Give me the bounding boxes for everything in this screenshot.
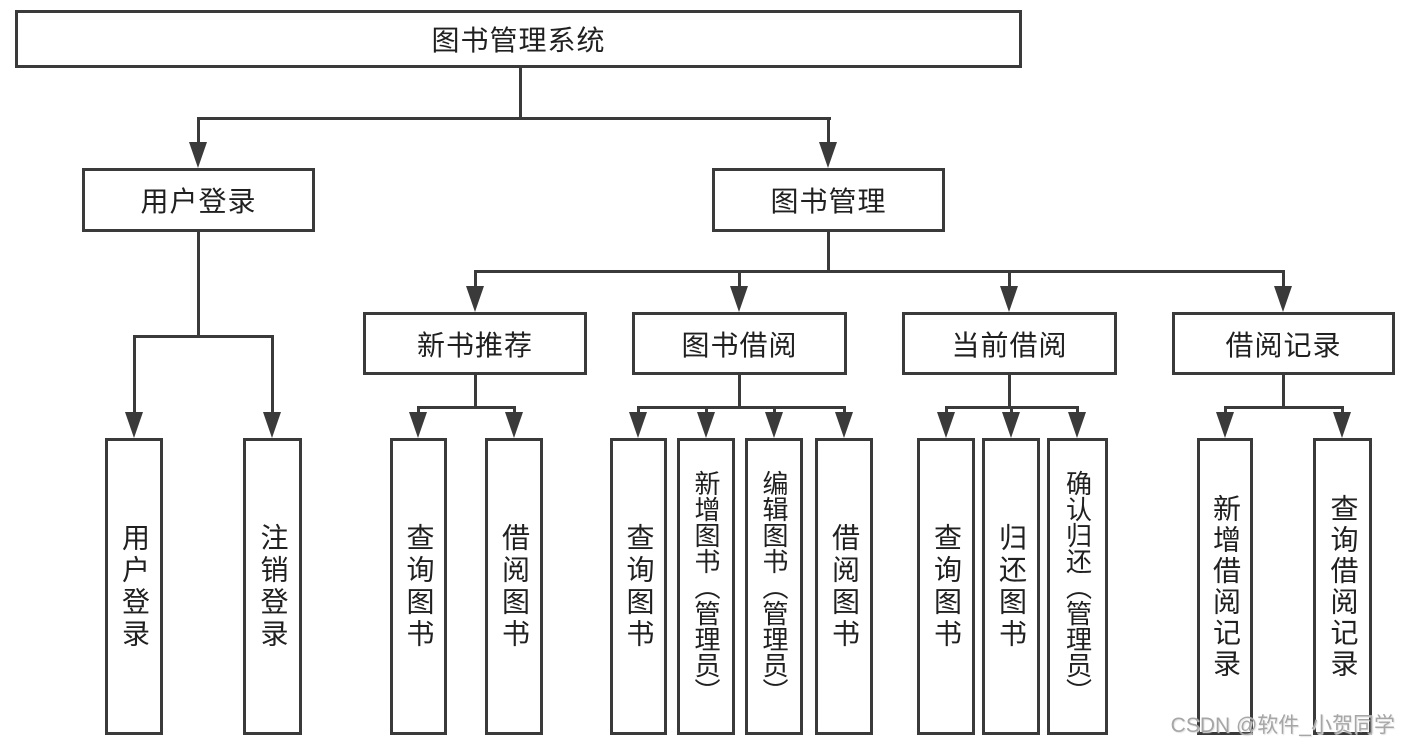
node-book-borrowing-label: 图书借阅	[681, 329, 798, 361]
connector-vline	[133, 335, 136, 415]
leaf-user-login: 用户登录	[105, 438, 163, 735]
leaf-newbook-borrow-books-label: 借阅图书	[499, 522, 530, 651]
connector-vline	[1282, 375, 1285, 409]
connector-vline	[637, 406, 640, 416]
arrow-down-icon	[505, 412, 523, 438]
leaf-records-query-record: 查询借阅记录	[1313, 438, 1372, 735]
arrow-down-icon	[1068, 412, 1086, 438]
node-user-login: 用户登录	[82, 168, 315, 232]
leaf-newbook-query-books-label: 查询图书	[403, 522, 435, 651]
arrow-down-icon	[1216, 412, 1234, 438]
node-book-management: 图书管理	[712, 168, 945, 232]
leaf-current-query-books-label: 查询图书	[931, 522, 962, 651]
connector-vline	[1341, 406, 1344, 416]
connector-vline	[1282, 270, 1285, 290]
leaf-borrow-edit-books-admin-label: 编辑图书（管理员）	[759, 469, 789, 704]
arrow-down-icon	[409, 412, 427, 438]
leaf-newbook-query-books: 查询图书	[390, 438, 447, 735]
leaf-logout-label: 注销登录	[257, 522, 289, 651]
leaf-borrow-borrow-books: 借阅图书	[815, 438, 873, 735]
leaf-current-query-books: 查询图书	[917, 438, 975, 735]
leaf-borrow-add-books-admin-label: 新增图书（管理员）	[691, 469, 721, 704]
connector-vline	[197, 232, 200, 338]
arrow-down-icon	[730, 286, 748, 312]
connector-vline	[513, 406, 516, 416]
arrow-down-icon	[1002, 412, 1020, 438]
leaf-borrow-add-books-admin: 新增图书（管理员）	[677, 438, 735, 735]
connector-hline	[417, 406, 516, 409]
connector-vline	[738, 270, 741, 290]
connector-vline	[1076, 406, 1079, 416]
leaf-borrow-edit-books-admin: 编辑图书（管理员）	[745, 438, 803, 735]
node-root: 图书管理系统	[15, 10, 1022, 68]
arrow-down-icon	[263, 412, 281, 438]
connector-hline	[637, 406, 846, 409]
connector-vline	[197, 117, 200, 145]
arrow-down-icon	[697, 412, 715, 438]
node-new-book-recommend-label: 新书推荐	[416, 329, 533, 361]
connector-vline	[1224, 406, 1227, 416]
arrow-down-icon	[1274, 286, 1292, 312]
connector-hline	[197, 117, 831, 120]
node-borrowing-records-label: 借阅记录	[1225, 329, 1342, 361]
node-new-book-recommend: 新书推荐	[363, 312, 587, 375]
arrow-down-icon	[835, 412, 853, 438]
connector-vline	[417, 406, 420, 416]
arrow-down-icon	[937, 412, 955, 438]
leaf-borrow-query-books-label: 查询图书	[623, 522, 655, 651]
leaf-current-return-books-label: 归还图书	[996, 522, 1027, 651]
arrow-down-icon	[125, 412, 143, 438]
connector-vline	[827, 232, 830, 273]
node-book-management-label: 图书管理	[770, 186, 887, 217]
connector-vline	[773, 406, 776, 416]
connector-vline	[738, 375, 741, 409]
node-user-login-label: 用户登录	[140, 186, 257, 217]
connector-vline	[843, 406, 846, 416]
node-borrowing-records: 借阅记录	[1172, 312, 1395, 375]
connector-vline	[1008, 270, 1011, 290]
arrow-down-icon	[765, 412, 783, 438]
arrow-down-icon	[189, 142, 207, 168]
leaf-newbook-borrow-books: 借阅图书	[485, 438, 543, 735]
connector-vline	[474, 270, 477, 290]
arrow-down-icon	[819, 142, 837, 168]
connector-vline	[271, 335, 274, 415]
node-root-label: 图书管理系统	[431, 25, 606, 56]
connector-hline	[1224, 406, 1344, 409]
connector-vline	[827, 117, 830, 145]
leaf-current-confirm-return-admin-label: 确认归还（管理员）	[1062, 469, 1093, 704]
connector-hline	[133, 335, 274, 338]
leaf-logout: 注销登录	[243, 438, 302, 735]
node-current-borrowing-label: 当前借阅	[951, 329, 1068, 361]
leaf-current-confirm-return-admin: 确认归还（管理员）	[1047, 438, 1108, 735]
arrow-down-icon	[629, 412, 647, 438]
arrow-down-icon	[466, 286, 484, 312]
leaf-records-query-record-label: 查询借阅记录	[1327, 493, 1359, 680]
leaf-records-add-record: 新增借阅记录	[1197, 438, 1253, 735]
leaf-borrow-borrow-books-label: 借阅图书	[829, 522, 860, 651]
leaf-records-add-record-label: 新增借阅记录	[1210, 493, 1241, 680]
connector-hline	[474, 270, 1285, 273]
connector-vline	[945, 406, 948, 416]
csdn-watermark: CSDN @软件_小贺同学	[1170, 714, 1395, 737]
connector-vline	[474, 375, 477, 409]
node-current-borrowing: 当前借阅	[902, 312, 1117, 375]
leaf-borrow-query-books: 查询图书	[610, 438, 667, 735]
connector-vline	[705, 406, 708, 416]
arrow-down-icon	[1333, 412, 1351, 438]
connector-vline	[519, 68, 522, 120]
leaf-current-return-books: 归还图书	[982, 438, 1040, 735]
leaf-user-login-label: 用户登录	[119, 522, 150, 651]
connector-vline	[1010, 406, 1013, 416]
arrow-down-icon	[1000, 286, 1018, 312]
connector-vline	[1008, 375, 1011, 409]
node-book-borrowing: 图书借阅	[632, 312, 847, 375]
